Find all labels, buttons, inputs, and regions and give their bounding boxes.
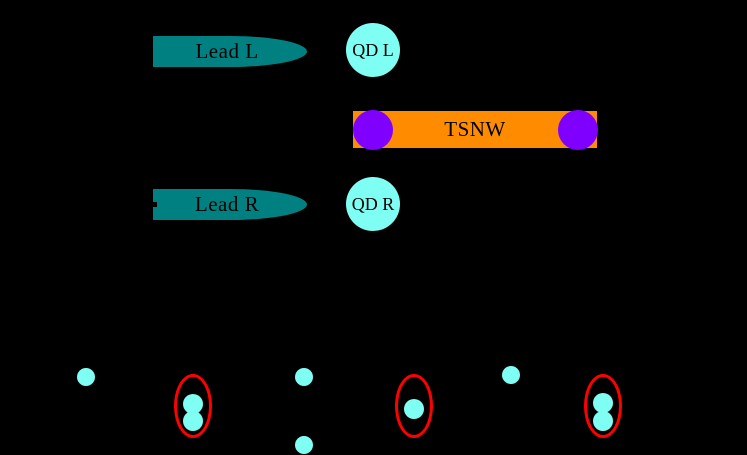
pair-highlight-ellipse: [584, 374, 622, 438]
lead-right-label: Lead R: [194, 192, 260, 216]
quantum-dot-right-label: QD R: [351, 194, 395, 214]
state-dot: [295, 368, 313, 386]
lead-left-block: Lead L: [153, 36, 307, 67]
state-dot: [295, 436, 313, 454]
state-dot: [593, 393, 613, 413]
topological-nanowire-bar: TSNW: [353, 111, 597, 148]
quantum-dot-left-label: QD L: [352, 40, 394, 60]
state-dot: [502, 366, 520, 384]
state-dot: [77, 368, 95, 386]
pair-highlight-ellipse: [174, 374, 212, 438]
quantum-dot-right: QD R: [346, 177, 400, 231]
state-dot: [404, 399, 424, 419]
state-dot: [183, 394, 203, 414]
topological-nanowire-label: TSNW: [444, 117, 506, 141]
state-dot: [183, 411, 203, 431]
majorana-mode-right: [558, 110, 598, 150]
lead-right-notch-icon: [153, 202, 157, 207]
state-dot: [593, 411, 613, 431]
majorana-mode-left: [353, 110, 393, 150]
lead-left-label: Lead L: [195, 39, 259, 63]
pair-highlight-ellipse: [395, 374, 433, 438]
lead-right-block: Lead R: [153, 189, 307, 220]
quantum-dot-left: QD L: [346, 23, 400, 77]
